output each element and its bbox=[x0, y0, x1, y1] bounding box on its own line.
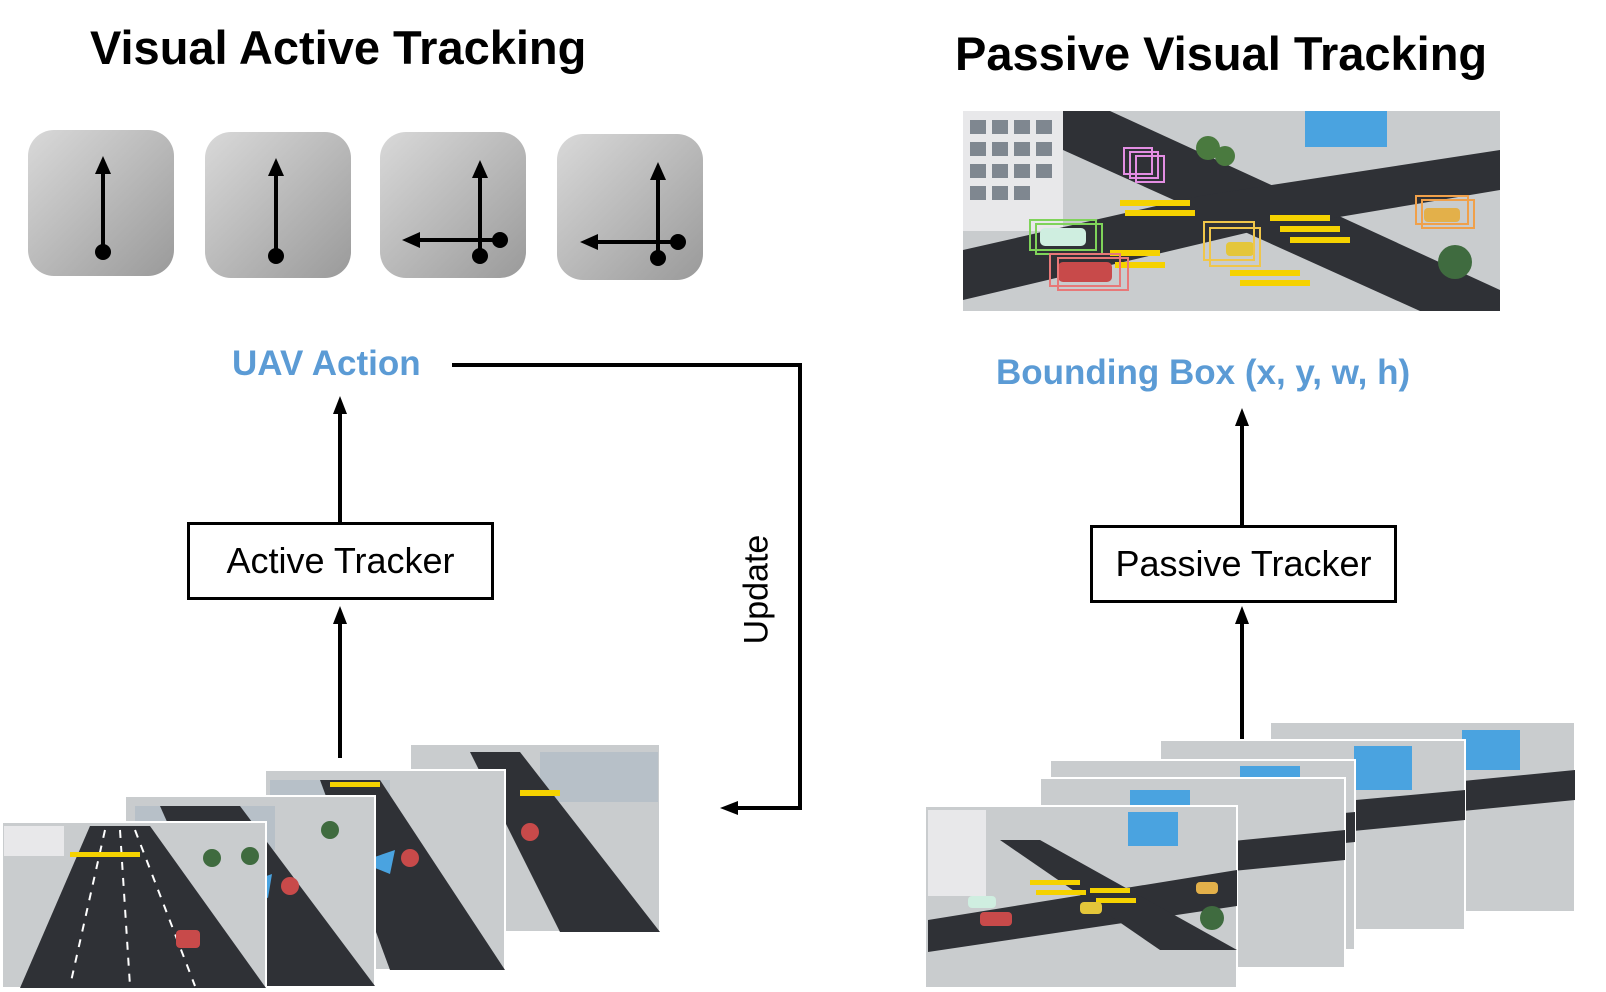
update-feedback-arrow bbox=[452, 363, 802, 815]
arrow-up-left-icon bbox=[580, 162, 686, 266]
active-tracker-box: Active Tracker bbox=[187, 522, 494, 600]
passive-tracker-label: Passive Tracker bbox=[1115, 543, 1372, 584]
passive-frame-stack bbox=[924, 721, 1576, 989]
arrow-up-icon bbox=[268, 158, 284, 264]
active-frame bbox=[1, 821, 267, 989]
passive-scene-image bbox=[963, 111, 1500, 311]
action-key-up-1 bbox=[28, 130, 174, 276]
active-tracker-label: Active Tracker bbox=[226, 540, 455, 581]
frames-to-passive-tracker-arrow bbox=[1235, 606, 1249, 758]
arrow-up-left-icon bbox=[402, 160, 508, 264]
action-key-up-2 bbox=[205, 132, 351, 278]
active-frame-stack bbox=[1, 743, 661, 989]
frames-to-active-tracker-arrow bbox=[333, 606, 347, 758]
action-key-up-left-2 bbox=[557, 134, 703, 280]
arrow-up-icon bbox=[95, 156, 111, 260]
active-tracker-to-action-arrow bbox=[333, 396, 347, 522]
uav-action-label: UAV Action bbox=[232, 344, 421, 383]
passive-tracker-box: Passive Tracker bbox=[1090, 525, 1397, 603]
passive-tracker-to-bbox-arrow bbox=[1235, 408, 1249, 525]
action-key-up-left-1 bbox=[380, 132, 526, 278]
bounding-box-label: Bounding Box (x, y, w, h) bbox=[996, 353, 1411, 392]
active-tracking-title: Visual Active Tracking bbox=[90, 21, 587, 74]
passive-frame bbox=[924, 805, 1238, 989]
passive-tracking-title: Passive Visual Tracking bbox=[955, 27, 1488, 80]
